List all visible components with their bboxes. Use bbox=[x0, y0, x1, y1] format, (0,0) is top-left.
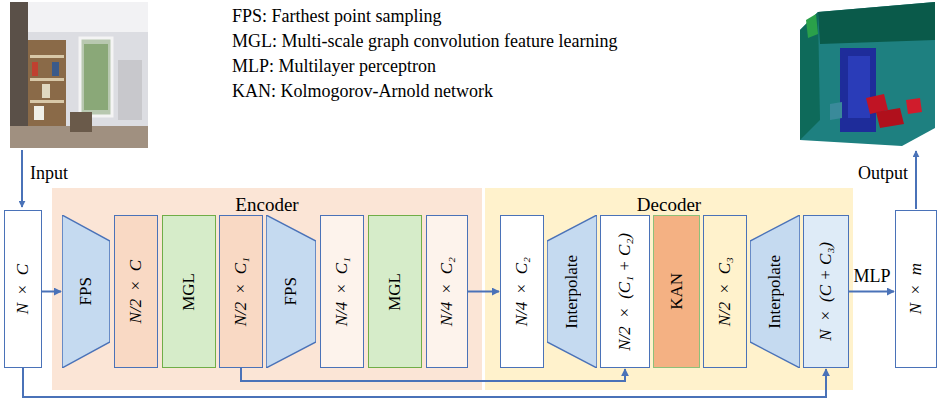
trapezoid-shape bbox=[547, 215, 597, 368]
kan-block: KAN bbox=[653, 215, 700, 368]
abbreviation-note: MGL: Multi-scale graph convolution featu… bbox=[232, 31, 617, 52]
block-name: Interpolate bbox=[765, 255, 785, 329]
edge-label: MLP bbox=[853, 266, 890, 287]
input-photo bbox=[10, 2, 148, 148]
fps-block: FPS bbox=[62, 215, 110, 368]
tensor-size: N × C bbox=[13, 264, 33, 314]
abbreviation-note: KAN: Kolmogorov-Arnold network bbox=[232, 81, 493, 102]
output-segmentation bbox=[800, 2, 935, 146]
block-name: FPS bbox=[281, 277, 301, 305]
tensor-size: N × m bbox=[906, 263, 926, 314]
interpolate-block: Interpolate bbox=[547, 215, 597, 368]
tensor-box: N/2 × C₃ bbox=[703, 215, 747, 368]
tensor-size: N/2 × C₃ bbox=[715, 257, 735, 326]
abbreviation-note: FPS: Farthest point sampling bbox=[232, 6, 442, 27]
tensor-box: N/4 × C₂ bbox=[426, 215, 468, 368]
trapezoid-shape bbox=[266, 215, 316, 368]
tensor-size: N/4 × C₂ bbox=[437, 257, 457, 326]
trapezoid-shape bbox=[62, 215, 110, 368]
mgl-block: MGL bbox=[162, 215, 216, 368]
tensor-box: N/2 × (C₁ + C₂) bbox=[600, 215, 650, 368]
io-label: Output bbox=[858, 163, 908, 184]
input-arrow bbox=[21, 150, 23, 207]
encoder-band: EncoderFPS N/2 × C MGL N/2 × C₁ FPS N/4 × C₁ M… bbox=[52, 188, 482, 390]
mgl-block: MGL bbox=[368, 215, 422, 368]
fps-block: FPS bbox=[266, 215, 316, 368]
io-label: Input bbox=[30, 163, 68, 184]
interpolate-block: Interpolate bbox=[750, 215, 800, 368]
decoder-band: DecoderN/4 × C₂ Interpolate N/2 × (C₁ + C₂… bbox=[485, 188, 853, 390]
block-name: FPS bbox=[76, 277, 96, 305]
block-name: MGL bbox=[385, 273, 405, 311]
tensor-box: N × (C + C₃) bbox=[803, 215, 849, 368]
tensor-box: N/4 × C₁ bbox=[320, 215, 364, 368]
block-name: Interpolate bbox=[562, 255, 582, 329]
tensor-box: N × m bbox=[895, 210, 937, 368]
tensor-size: N/2 × C bbox=[126, 260, 146, 323]
tensor-size: N/2 × (C₁ + C₂) bbox=[615, 233, 635, 351]
band-title: Decoder bbox=[485, 194, 853, 216]
tensor-box: N/4 × C₂ bbox=[500, 215, 544, 368]
tensor-size: N/4 × C₁ bbox=[332, 257, 352, 326]
block-name: KAN bbox=[667, 273, 687, 310]
tensor-box: N × C bbox=[4, 210, 42, 368]
tensor-box: N/2 × C bbox=[114, 215, 158, 368]
output-arrow bbox=[915, 151, 917, 209]
tensor-size: N × (C + C₃) bbox=[816, 242, 836, 341]
flow-arrow bbox=[849, 291, 894, 293]
trapezoid-shape bbox=[750, 215, 800, 368]
band-title: Encoder bbox=[52, 194, 482, 216]
tensor-box: N/2 × C₁ bbox=[219, 215, 263, 368]
abbreviation-note: MLP: Multilayer perceptron bbox=[232, 56, 436, 77]
tensor-size: N/2 × C₁ bbox=[231, 257, 251, 326]
tensor-size: N/4 × C₂ bbox=[512, 257, 532, 326]
block-name: MGL bbox=[179, 273, 199, 311]
